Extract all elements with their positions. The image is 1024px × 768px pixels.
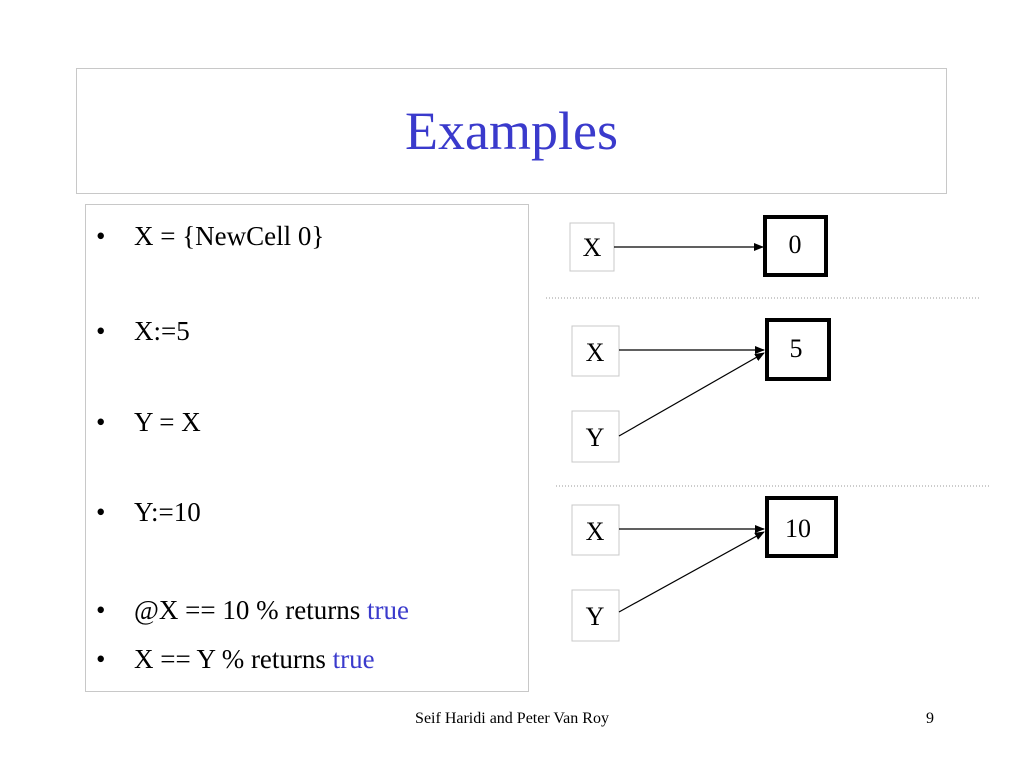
cell-box bbox=[765, 496, 838, 558]
bullet-item: • X:=5 bbox=[96, 315, 190, 347]
variable-label: X bbox=[583, 233, 602, 262]
cell-box bbox=[765, 318, 831, 381]
bullet-marker: • bbox=[96, 407, 106, 437]
diagram-alias: X Y 5 bbox=[571, 318, 831, 463]
bullet-keyword: true bbox=[367, 595, 410, 625]
cell-value: 10 bbox=[785, 514, 811, 543]
variable-box bbox=[569, 222, 615, 272]
bullet-list: • X = {NewCell 0} • X:=5 • Y = X • Y:=10 • @X… bbox=[85, 204, 529, 692]
variable-box bbox=[571, 325, 620, 377]
bullet-marker: • bbox=[96, 644, 106, 674]
bullet-item: • @X == 10 % returns true bbox=[96, 594, 409, 626]
variable-label: Y bbox=[586, 423, 605, 452]
variable-label: Y bbox=[586, 602, 605, 631]
bullet-item: • Y = X bbox=[96, 406, 201, 438]
page-number: 9 bbox=[926, 710, 934, 727]
variable-box bbox=[571, 589, 620, 642]
bullet-text: Y = X bbox=[134, 407, 201, 437]
reference-arrow bbox=[618, 531, 765, 613]
variable-box bbox=[571, 410, 620, 463]
diagram-assign-through-alias: X Y 10 bbox=[571, 496, 838, 642]
bullet-text: @X == 10 % returns bbox=[134, 595, 368, 625]
bullet-marker: • bbox=[96, 221, 106, 251]
variable-label: X bbox=[586, 338, 605, 367]
slide-footer: Seif Haridi and Peter Van Roy bbox=[415, 710, 609, 727]
bullet-item: • X = {NewCell 0} bbox=[96, 220, 324, 252]
bullet-keyword: true bbox=[332, 644, 375, 674]
bullet-text: X:=5 bbox=[134, 316, 190, 346]
cell-value: 5 bbox=[790, 334, 803, 363]
title-box: Examples bbox=[76, 68, 947, 194]
variable-box bbox=[571, 504, 620, 556]
bullet-item: • Y:=10 bbox=[96, 496, 201, 528]
bullet-text: X = {NewCell 0} bbox=[134, 221, 325, 251]
bullet-marker: • bbox=[96, 316, 106, 346]
bullet-marker: • bbox=[96, 497, 106, 527]
bullet-item: • X == Y % returns true bbox=[96, 643, 375, 675]
cell-box bbox=[763, 215, 828, 277]
diagram-newcell: X 0 bbox=[569, 215, 828, 277]
bullet-text: Y:=10 bbox=[134, 497, 201, 527]
cell-value: 0 bbox=[789, 230, 802, 259]
bullet-marker: • bbox=[96, 595, 106, 625]
slide-title: Examples bbox=[405, 101, 618, 161]
reference-arrow bbox=[618, 352, 765, 437]
bullet-text: X == Y % returns bbox=[134, 644, 333, 674]
variable-label: X bbox=[586, 517, 605, 546]
